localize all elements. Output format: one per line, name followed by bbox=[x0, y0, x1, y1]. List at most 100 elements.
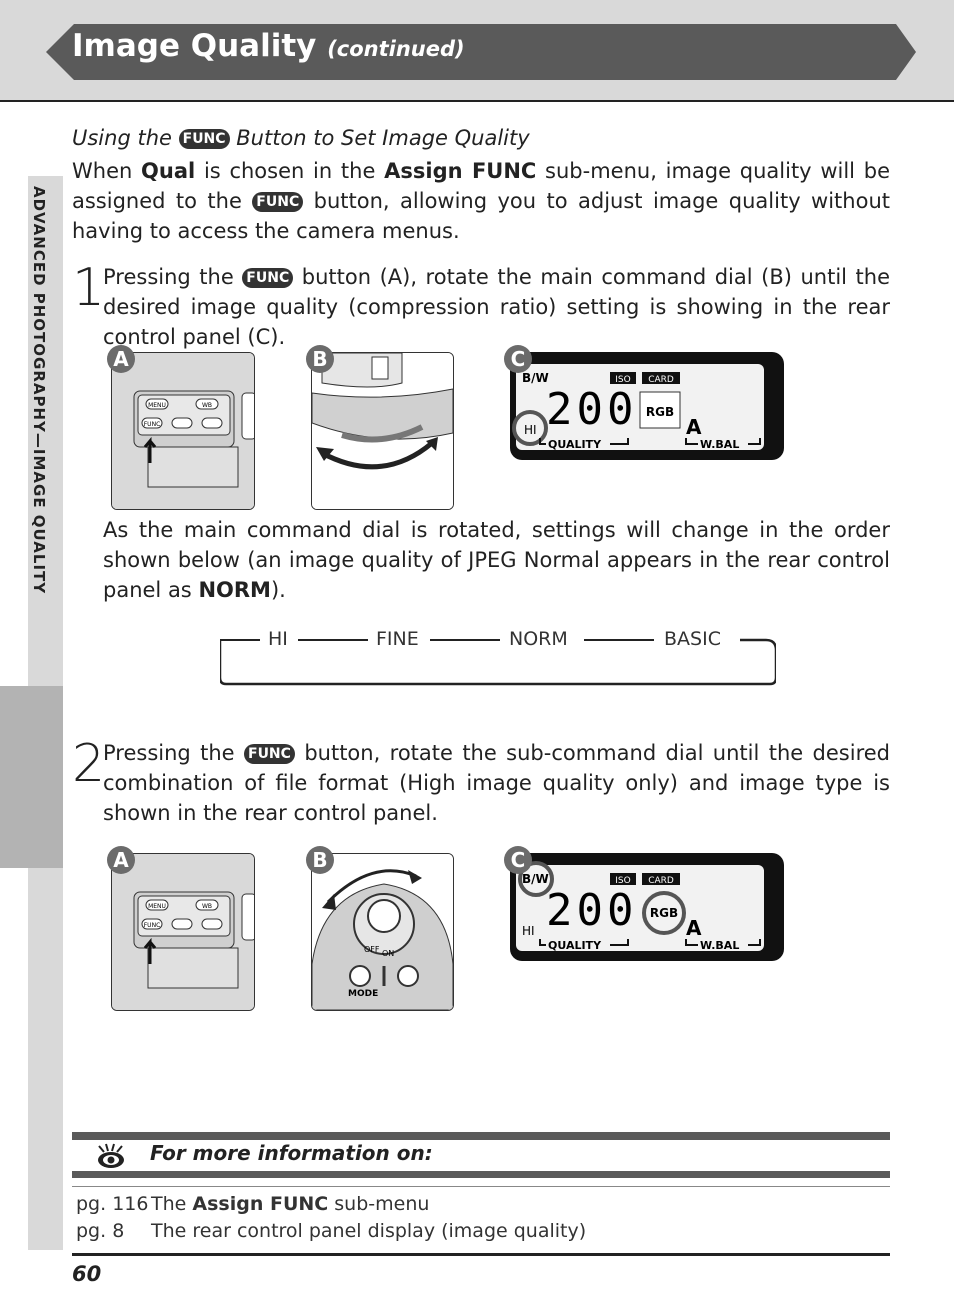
sequence-step: HI bbox=[262, 628, 294, 650]
lcd-quality-label: QUALITY bbox=[548, 438, 602, 451]
lcd-rgb-label: RGB bbox=[646, 405, 674, 419]
info-top-rule bbox=[72, 1132, 890, 1140]
dial-mode-label: MODE bbox=[348, 989, 378, 999]
wb-button-label: WB bbox=[202, 402, 212, 409]
reference-text-after: sub-menu bbox=[328, 1193, 430, 1215]
sequence-step: FINE bbox=[370, 628, 425, 650]
eye-icon bbox=[96, 1142, 126, 1170]
lcd-bw-label: B/W bbox=[522, 872, 549, 886]
camera-back-illustration: MENU WB FUNC bbox=[112, 353, 254, 509]
header-tag bbox=[46, 24, 916, 80]
figure-label-b: B bbox=[306, 846, 334, 874]
lcd-quality-label: QUALITY bbox=[548, 939, 602, 952]
page-title: Image Quality (continued) bbox=[72, 28, 465, 64]
figure-main-dial-b bbox=[311, 352, 454, 510]
figure-label-b: B bbox=[306, 345, 334, 373]
figure-func-button-a-2: MENU WB FUNC bbox=[111, 853, 255, 1011]
figure-sub-dial-b: OFF ON MODE bbox=[311, 853, 454, 1011]
side-tab-label: ADVANCED PHOTOGRAPHY—IMAGE QUALITY bbox=[30, 186, 48, 595]
lcd-digits: 200 bbox=[546, 885, 637, 936]
page-number: 60 bbox=[72, 1262, 102, 1286]
quality-sequence-diagram: HI FINE NORM BASIC bbox=[220, 628, 776, 686]
sequence-step: BASIC bbox=[658, 628, 727, 650]
step-2-text: Pressing the FUNC button, rotate the sub… bbox=[103, 738, 890, 828]
intro-bold-assign-func: Assign FUNC bbox=[384, 159, 537, 183]
func-button-label: FUNC bbox=[144, 922, 161, 929]
camera-back-illustration: MENU WB FUNC bbox=[112, 854, 254, 1010]
heading-suffix: Button to Set Image Quality bbox=[236, 126, 530, 150]
figure-label-c: C bbox=[504, 345, 532, 373]
info-thin-rule bbox=[72, 1186, 890, 1187]
rear-control-panel-c: B/W ISO CARD 200 RGB HI A QUALITY W.BAL bbox=[510, 352, 784, 460]
title-suffix: (continued) bbox=[327, 37, 465, 61]
sequence-step: NORM bbox=[503, 628, 574, 650]
step-1-number: 1 bbox=[72, 258, 106, 318]
figure-label-c: C bbox=[504, 846, 532, 874]
intro-text-1: When bbox=[72, 159, 142, 183]
lcd-digits: 200 bbox=[546, 384, 637, 435]
dial-on-label: ON bbox=[382, 949, 394, 958]
reference-text: The bbox=[151, 1193, 193, 1215]
lcd-rgb-label: RGB bbox=[650, 906, 678, 920]
lcd-a-label: A bbox=[686, 916, 702, 940]
figure-func-button-a: MENU WB FUNC bbox=[111, 352, 255, 510]
wb-button-label: WB bbox=[202, 903, 212, 910]
title-text: Image Quality bbox=[72, 28, 317, 64]
menu-button-label: MENU bbox=[148, 903, 166, 910]
info-title: For more information on: bbox=[150, 1141, 433, 1165]
side-tab-background bbox=[28, 176, 63, 686]
step-1-text: Pressing the FUNC button (A), rotate the… bbox=[103, 262, 890, 352]
lcd-hi-label: HI bbox=[522, 924, 535, 938]
reference-bold: Assign FUNC bbox=[192, 1193, 329, 1215]
side-tab-marker bbox=[0, 686, 63, 868]
step-2-text-2: button, rotate the sub-command dial unti… bbox=[103, 741, 891, 825]
func-button-icon: FUNC bbox=[242, 268, 294, 288]
reference-text: The rear control panel display (image qu… bbox=[151, 1220, 587, 1242]
lcd-iso-label: ISO bbox=[615, 876, 630, 886]
lcd-card-label: CARD bbox=[648, 876, 674, 886]
rear-control-panel-c-2: B/W ISO CARD 200 RGB HI A QUALITY W.BAL bbox=[510, 853, 784, 961]
follow-bold-norm: NORM bbox=[198, 578, 271, 602]
step-2-text-1: Pressing the bbox=[103, 741, 244, 765]
side-tab-background-lower bbox=[28, 868, 63, 1250]
lcd-card-label: CARD bbox=[648, 375, 674, 385]
lcd-a-label: A bbox=[686, 415, 702, 439]
sub-command-dial-illustration: OFF ON MODE bbox=[312, 854, 453, 1010]
main-command-dial-illustration bbox=[312, 353, 453, 509]
figure-label-a: A bbox=[107, 846, 135, 874]
lcd-wbal-label: W.BAL bbox=[700, 438, 739, 451]
heading-prefix: Using the bbox=[72, 126, 172, 150]
lcd-hi-label: HI bbox=[524, 423, 537, 437]
lcd-bw-label: B/W bbox=[522, 371, 549, 385]
figure-label-a: A bbox=[107, 345, 135, 373]
func-button-icon: FUNC bbox=[244, 744, 295, 764]
follow-text-1: As the main command dial is rotated, set… bbox=[103, 518, 890, 602]
func-button-icon: FUNC bbox=[252, 192, 304, 212]
intro-bold-qual: Qual bbox=[141, 159, 196, 183]
step-1-follow-text: As the main command dial is rotated, set… bbox=[103, 515, 890, 605]
reference-page: pg. 116 bbox=[76, 1193, 149, 1215]
step-1-text-1: Pressing the bbox=[103, 265, 243, 289]
lcd-wbal-label: W.BAL bbox=[700, 939, 739, 952]
step-1-text-2: button (A), rotate the main command dial… bbox=[103, 265, 890, 349]
intro-text-4: button, allowing you to adjust image qua… bbox=[72, 189, 890, 243]
lcd-iso-label: ISO bbox=[615, 375, 630, 385]
bottom-rule bbox=[72, 1253, 890, 1256]
reference-row: pg. 8 The rear control panel display (ima… bbox=[76, 1220, 586, 1242]
intro-text-3: sub-menu, image quality will be assigned… bbox=[72, 159, 890, 213]
follow-text-2: ). bbox=[270, 578, 286, 602]
info-middle-rule bbox=[72, 1171, 890, 1178]
section-heading: Using the FUNC Button to Set Image Quali… bbox=[72, 126, 530, 150]
dial-off-label: OFF bbox=[364, 945, 380, 954]
reference-page: pg. 8 bbox=[76, 1220, 125, 1242]
lcd-display-illustration: B/W ISO CARD 200 RGB HI A QUALITY W.BAL bbox=[512, 364, 764, 451]
lcd-display-illustration: B/W ISO CARD 200 RGB HI A QUALITY W.BAL bbox=[516, 861, 764, 952]
intro-paragraph: When Qual is chosen in the Assign FUNC s… bbox=[72, 156, 890, 246]
menu-button-label: MENU bbox=[148, 402, 166, 409]
sequence-loop-line bbox=[220, 638, 776, 686]
func-button-label: FUNC bbox=[144, 421, 161, 428]
func-button-icon: FUNC bbox=[178, 129, 230, 149]
step-2-number: 2 bbox=[72, 734, 106, 794]
intro-text-2: is chosen in the bbox=[195, 159, 385, 183]
